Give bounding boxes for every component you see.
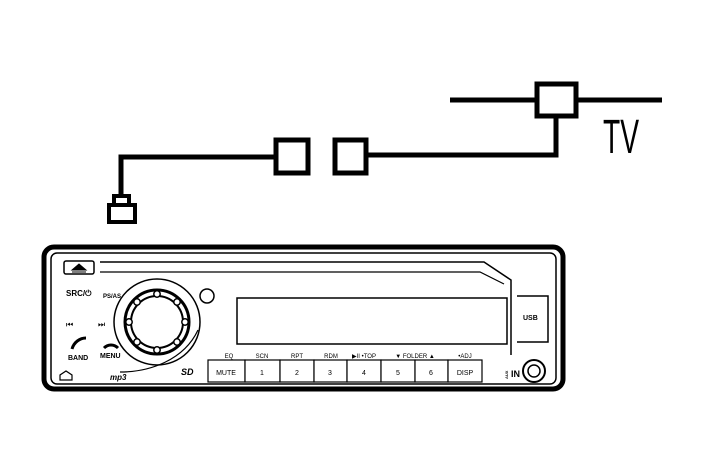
folder-label: ▼ FOLDER ▲ [395,354,435,360]
key-top-label: RDM [324,354,338,360]
knob-sweep [119,329,199,373]
knob-grip-dots [125,290,189,354]
connector-female [332,137,369,176]
unit-inner-frame [50,252,557,385]
key-label: 4 [362,370,366,377]
display-screen [236,297,508,345]
tv-cable [366,116,559,158]
aux-jack[interactable] [527,364,541,378]
mp3-logo: mp3 [110,373,127,382]
key-top-label: •ADJ [458,354,471,360]
key-top-label: RPT [291,354,303,360]
in-label: IN [511,369,520,379]
next-track-button[interactable]: ⏭ [98,320,105,329]
menu-button-arc [102,343,120,350]
key-label: DISP [457,370,474,377]
cable-diagram [107,81,662,224]
key-top-label: SCN [256,354,269,360]
key-label: MUTE [216,370,236,377]
key-label: 2 [295,370,299,377]
src-button[interactable]: SRC/⏻ [66,289,92,298]
home-icon [59,370,73,381]
aux-label: AUX [504,370,509,379]
faceplate-top [100,261,512,355]
key-label: 6 [429,370,433,377]
ir-sensor [199,288,215,304]
menu-button[interactable]: MENU [100,353,121,360]
band-button[interactable]: BAND [68,355,88,362]
key-label: 3 [328,370,332,377]
band-button-arc [70,336,87,350]
tv-label: TV [603,111,639,164]
unit-cable [118,154,276,196]
faceplate-top-inner [100,271,505,285]
knob-bezel [113,278,201,366]
tv-connector [534,81,579,119]
key-label: 5 [396,370,400,377]
key-disp[interactable] [447,359,483,383]
key-top-label: EQ [225,354,234,360]
usb-port-housing [517,295,549,343]
key-label: 1 [260,370,264,377]
key-top-label: ▶II •TOP [352,354,376,360]
head-unit: SRC/⏻ PS/AS ⏮ ⏭ BAND MENU USB [41,244,566,392]
connector-male [273,137,311,176]
sd-logo: SD [181,367,194,377]
plug-head [107,203,137,224]
eject-icon [70,263,88,273]
prev-track-button[interactable]: ⏮ [66,320,73,329]
keypad: MUTE 1 2 3 4 5 6 DISP EQ SCN RPT RDM ▶II… [207,354,483,383]
usb-port-label[interactable]: USB [523,315,538,322]
psas-button[interactable]: PS/AS [103,294,121,300]
volume-knob[interactable] [123,288,191,356]
